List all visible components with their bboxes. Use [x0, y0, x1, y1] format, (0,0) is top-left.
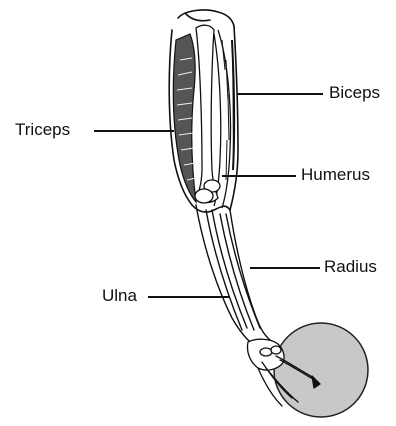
radius-bone	[220, 214, 254, 330]
radius-label: Radius	[324, 258, 377, 275]
radius-leader	[250, 267, 320, 269]
ulna-label: Ulna	[102, 287, 137, 304]
triceps-muscle	[173, 34, 196, 202]
biceps-label: Biceps	[329, 84, 380, 101]
humerus-leader	[222, 175, 296, 177]
ulna-bone	[206, 210, 242, 330]
triceps-label: Triceps	[15, 121, 70, 138]
triceps-leader	[94, 130, 174, 132]
forearm-bones	[196, 205, 276, 348]
humerus-label: Humerus	[301, 166, 370, 183]
ulna-leader	[148, 296, 230, 298]
biceps-leader	[237, 93, 323, 95]
ball	[274, 323, 368, 417]
